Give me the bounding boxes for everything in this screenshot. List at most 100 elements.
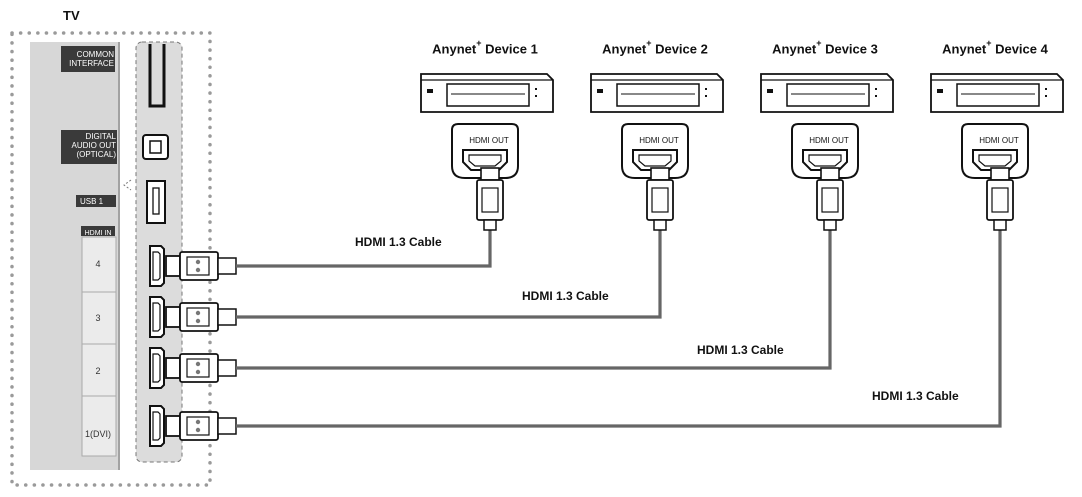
hdmi-in-port-inner (152, 302, 161, 332)
device-title-3: Anynet+ Device 3 (772, 38, 878, 57)
device-title-2: Anynet+ Device 2 (602, 38, 708, 57)
cable-label-4: HDMI 1.3 Cable (872, 389, 959, 403)
hdmi-out-plug-grip (821, 187, 839, 213)
hdmi-plug-dot (195, 419, 201, 425)
hdmi-plug-dot (195, 369, 201, 375)
hdmi-plug-dot (195, 259, 201, 265)
hdmi-cable (236, 230, 1002, 428)
hdmi-plug-dot (195, 361, 201, 367)
hdmi-cable (236, 230, 832, 370)
device-disc-tray (956, 83, 1040, 107)
hdmi-out-plug-tip (650, 167, 670, 181)
hdmi-out-plug-body (476, 179, 504, 221)
hdmi-plug-tip (165, 415, 181, 437)
hdmi-port-number: 1(DVI) (84, 429, 111, 439)
common-interface-label: COMMON INTERFACE (69, 50, 114, 68)
hdmi-in-label: HDMI IN (84, 230, 112, 237)
hdmi-plug-boot (217, 257, 237, 275)
device-button-dot (705, 95, 707, 97)
tv-panel (10, 31, 212, 487)
device-power-light (767, 89, 773, 93)
hdmi-plug-body (179, 353, 219, 383)
hdmi-plug-grip (186, 256, 210, 276)
hdmi-out-label: HDMI OUT (979, 136, 1019, 145)
hdmi-plug-dot (195, 318, 201, 324)
device-disc-tray (786, 83, 870, 107)
label-plate (61, 130, 117, 164)
usb-label: USB 1 (80, 197, 104, 206)
cable-label-3: HDMI 1.3 Cable (697, 343, 784, 357)
tv-outline (10, 31, 212, 487)
hdmi-out-label: HDMI OUT (469, 136, 509, 145)
label-plate (61, 46, 115, 72)
digital-audio-out-label: DIGITAL AUDIO OUT (OPTICAL) (71, 132, 116, 159)
hdmi-out-plug-boot (993, 219, 1007, 231)
optical-port (142, 134, 169, 160)
hdmi-out-plug-boot (823, 219, 837, 231)
usb-port-inner (152, 187, 160, 215)
label-plate (76, 195, 116, 207)
device-button-dot (535, 88, 537, 90)
hdmi-plug-boot (217, 359, 237, 377)
device-power-light (427, 89, 433, 93)
hdmi-connection-4 (149, 230, 1002, 447)
device-button-dot (875, 88, 877, 90)
hdmi-cable (236, 230, 492, 268)
hdmi-out-plug-grip (651, 187, 669, 213)
hdmi-out-plug-tip (990, 167, 1010, 181)
anynet-device-4 (930, 73, 1064, 231)
hdmi-plug-body (179, 251, 219, 281)
hdmi-connection-1 (149, 230, 492, 287)
device-button-dot (1045, 88, 1047, 90)
hdmi-plug-tip (165, 306, 181, 328)
hdmi-out-plug-boot (653, 219, 667, 231)
hdmi-out-plug-tip (820, 167, 840, 181)
port-number-box (81, 395, 117, 457)
port-number-box (81, 343, 117, 397)
device-disc-tray (446, 83, 530, 107)
hdmi-out-plug-body (816, 179, 844, 221)
hdmi-in-port-inner (152, 411, 161, 441)
device-title-4: Anynet+ Device 4 (942, 38, 1048, 57)
hdmi-out-port-inner (808, 154, 842, 167)
port-number-box (81, 236, 117, 293)
hdmi-plug-body (179, 411, 219, 441)
hdmi-cable (236, 230, 662, 319)
hdmi-plug-boot (217, 308, 237, 326)
hdmi-connection-3 (149, 230, 832, 389)
device-disc-tray (616, 83, 700, 107)
hdmi-plug-dot (195, 267, 201, 273)
hdmi-plug-tip (165, 255, 181, 277)
hdmi-out-label: HDMI OUT (809, 136, 849, 145)
hdmi-out-label: HDMI OUT (639, 136, 679, 145)
hdmi-plug-grip (186, 358, 210, 378)
hdmi-plug-boot (217, 417, 237, 435)
port-number-box (81, 291, 117, 345)
anynet-device-2 (590, 73, 724, 231)
hdmi-out-port-inner (978, 154, 1012, 167)
hdmi-plug-dot (195, 427, 201, 433)
hdmi-port-number: 4 (95, 259, 101, 269)
device-title-1: Anynet+ Device 1 (432, 38, 538, 57)
hdmi-out-plug-grip (991, 187, 1009, 213)
hdmi-plug-grip (186, 416, 210, 436)
hdmi-in-port-inner (152, 353, 161, 383)
hdmi-out-plug-tip (480, 167, 500, 181)
hdmi-out-plug-boot (483, 219, 497, 231)
anynet-device-3 (760, 73, 894, 231)
hdmi-in-port-inner (152, 251, 161, 281)
hdmi-out-plug-body (646, 179, 674, 221)
hdmi-plug-grip (186, 307, 210, 327)
callout-tab (123, 179, 132, 191)
common-interface-slot (148, 44, 166, 108)
cable-label-2: HDMI 1.3 Cable (522, 289, 609, 303)
optical-port-inner (149, 140, 162, 154)
device-power-light (937, 89, 943, 93)
hdmi-plug-dot (195, 310, 201, 316)
hdmi-connection-2 (149, 230, 662, 338)
hdmi-plug-tip (165, 357, 181, 379)
hdmi-out-port-inner (468, 154, 502, 167)
hdmi-out-plug-grip (481, 187, 499, 213)
